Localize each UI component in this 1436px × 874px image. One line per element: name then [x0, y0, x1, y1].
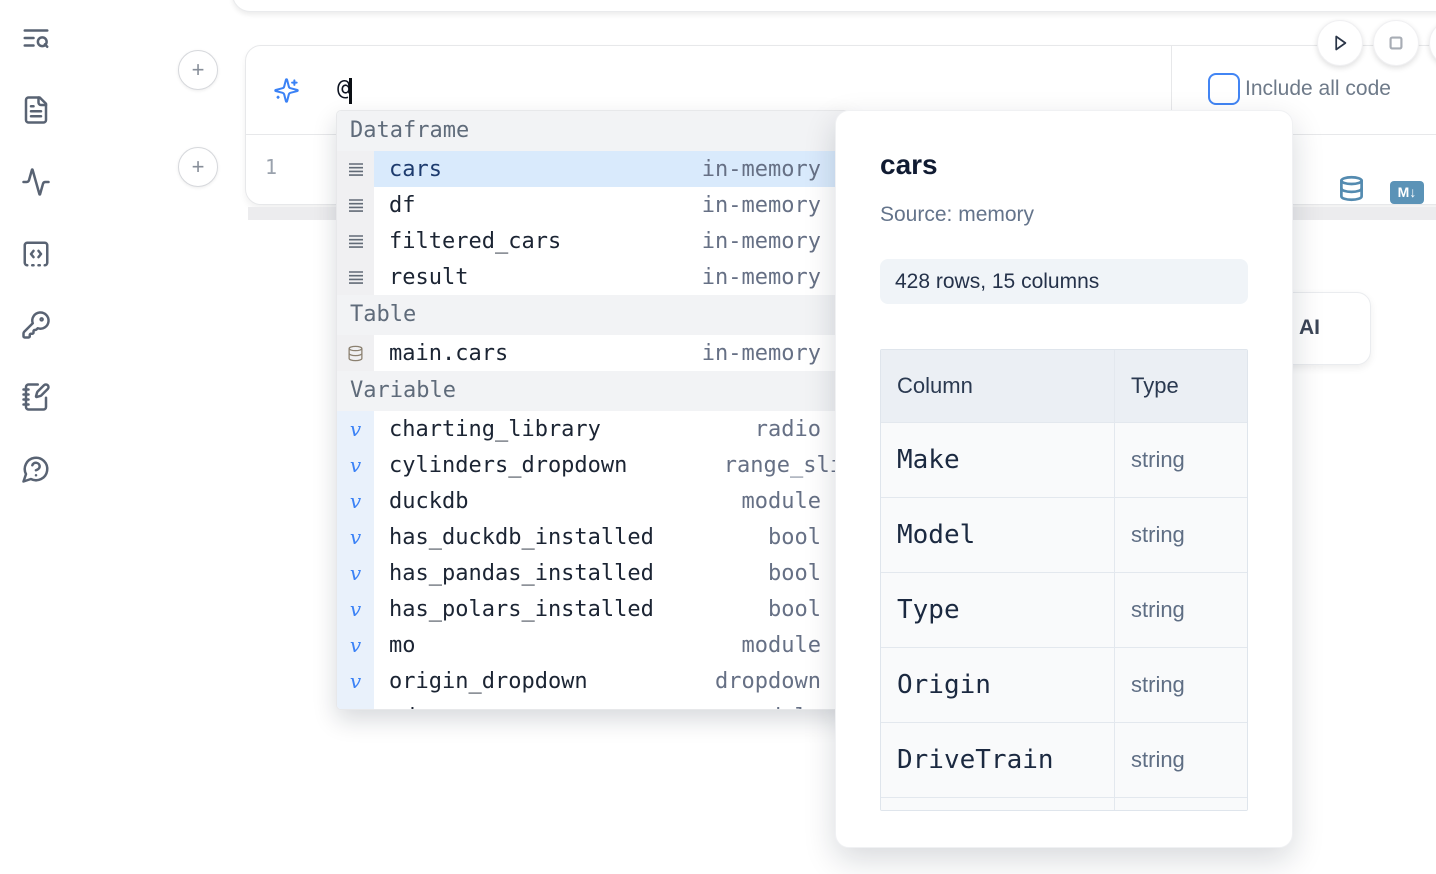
table-row: Model string: [881, 498, 1247, 573]
stop-icon: [1389, 36, 1403, 50]
variable-icon: v: [337, 483, 374, 519]
variable-icon: v: [337, 447, 374, 483]
dataframe-icon: [337, 259, 374, 295]
panel-title: cars: [880, 149, 938, 180]
table-row: DriveTrain string: [881, 723, 1247, 798]
add-cell-below-button[interactable]: +: [178, 147, 218, 187]
prompt-text: @: [337, 76, 351, 101]
shape-badge: 428 rows, 15 columns: [880, 259, 1248, 304]
activity-icon[interactable]: [21, 167, 51, 197]
autocomplete-item-pd[interactable]: v pdmodule: [337, 699, 849, 709]
include-all-code-checkbox[interactable]: [1208, 73, 1240, 105]
add-cell-above-button[interactable]: +: [178, 50, 218, 90]
key-icon[interactable]: [21, 310, 51, 340]
section-header-variable: Variable: [337, 371, 849, 411]
code-snippets-icon[interactable]: [21, 239, 51, 269]
toc-search-icon[interactable]: [21, 23, 51, 53]
dataframe-icon: [337, 223, 374, 259]
section-header-dataframe: Dataframe: [337, 111, 849, 151]
variable-icon: v: [337, 591, 374, 627]
database-icon: [337, 335, 374, 371]
code-editor[interactable]: 1 M↓: [246, 135, 1436, 204]
table-row-clipped: [881, 798, 1247, 810]
schema-table-header: Column Type: [881, 350, 1247, 423]
variable-icon: v: [337, 555, 374, 591]
table-row: Origin string: [881, 648, 1247, 723]
variable-icon: v: [337, 663, 374, 699]
markdown-toggle-icon[interactable]: M↓: [1390, 181, 1424, 204]
variable-icon: v: [337, 699, 374, 709]
ai-card-label: AI: [1299, 316, 1320, 339]
dataframe-preview-panel: cars Source: memory 428 rows, 15 columns…: [835, 110, 1293, 848]
text-cursor: [349, 78, 352, 104]
panel-source: Source: memory: [880, 203, 1035, 226]
section-header-table: Table: [337, 295, 849, 335]
file-document-icon[interactable]: [21, 95, 51, 125]
previous-cell-edge: [232, 0, 1436, 12]
variable-icon: v: [337, 627, 374, 663]
datasource-toggle-icon[interactable]: [1338, 173, 1365, 204]
ai-prompt-input[interactable]: @ Include all code: [246, 46, 1436, 134]
dataframe-icon: [337, 151, 374, 187]
table-row: Make string: [881, 423, 1247, 498]
variable-icon: v: [337, 519, 374, 555]
run-cell-button[interactable]: [1317, 20, 1363, 66]
schema-table: Column Type Make string Model string Typ…: [880, 349, 1248, 811]
variable-icon: v: [337, 411, 374, 447]
include-all-code-label: Include all code: [1245, 77, 1391, 100]
stop-button[interactable]: [1373, 20, 1419, 66]
scratchpad-icon[interactable]: [21, 382, 51, 412]
sidebar: [0, 0, 72, 874]
play-icon: [1335, 35, 1347, 51]
sparkles-icon: [273, 77, 300, 104]
help-icon[interactable]: [21, 454, 51, 484]
table-row: Type string: [881, 573, 1247, 648]
divider: [1171, 46, 1172, 134]
dataframe-icon: [337, 187, 374, 223]
line-number: 1: [264, 155, 278, 179]
